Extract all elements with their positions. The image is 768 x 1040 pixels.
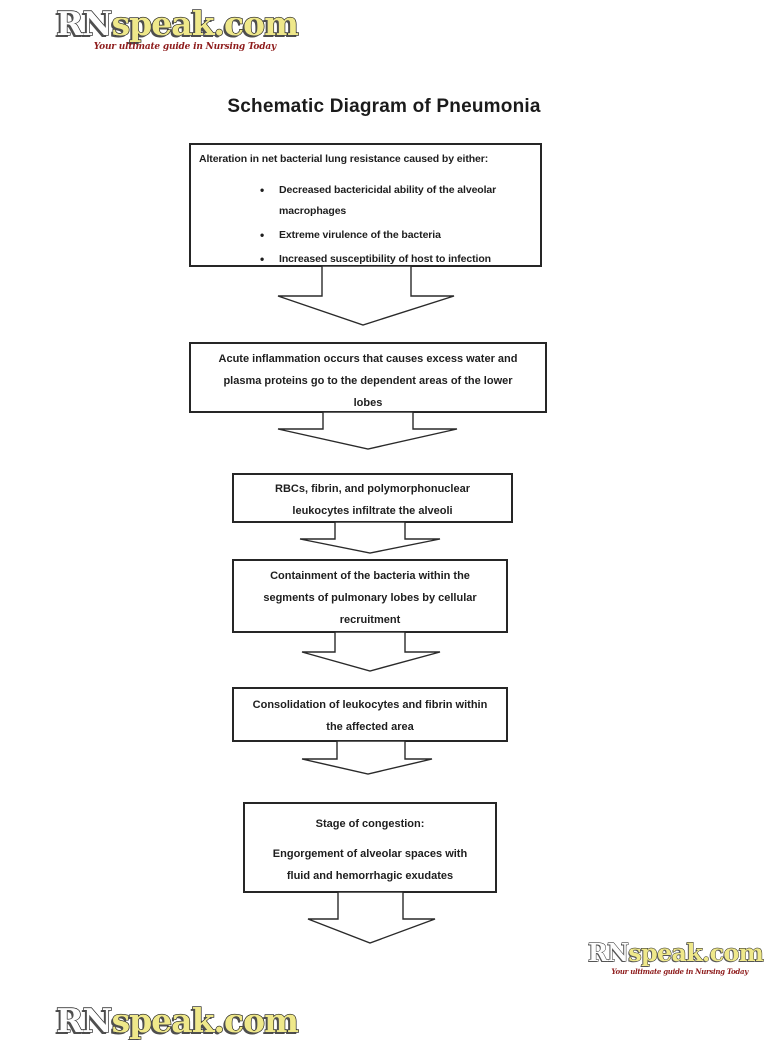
page-title: Schematic Diagram of Pneumonia [227,96,541,117]
box-line: plasma proteins go to the dependent area… [223,375,513,387]
box-line: lobes [353,397,383,409]
bullet-line: Increased susceptibility of host to infe… [279,253,491,265]
bullet-line: macrophages [279,205,347,217]
rnspeak-logo-wordmark: RNspeak.com [55,1003,299,1037]
logo-prefix: RN [588,938,630,967]
rnspeak-logo-wordmark: RNspeak.com [55,6,299,40]
logo-tagline: Your ultimate guide in Nursing Today [93,42,276,53]
flow-box-stage-of-congestion: Stage of congestion: Engorgement of alve… [243,802,497,893]
bullet-line: Decreased bactericidal ability of the al… [279,184,497,196]
box-heading: Alteration in net bacterial lung resista… [199,153,489,165]
flow-box-containment: Containment of the bacteria within the s… [232,559,508,633]
logo-prefix: RN [55,1001,113,1040]
box-line: segments of pulmonary lobes by cellular [263,592,477,604]
box-line: Acute inflammation occurs that causes ex… [218,353,518,365]
rnspeak-logo-bottom-right: RNspeak.com Your ultimate guide in Nursi… [588,940,765,976]
bullet-line: Extreme virulence of the bacteria [279,229,441,241]
box-line: RBCs, fibrin, and polymorphonuclear [275,483,470,495]
logo-suffix: speak.com [111,1001,300,1040]
box-heading: Stage of congestion: [315,818,425,830]
bullet-item: Extreme virulence of the bacteria [260,225,532,246]
rnspeak-logo-bottom-cut: RNspeak.com [55,1003,299,1037]
flow-box-rbc-infiltration: RBCs, fibrin, and polymorphonuclear leuk… [232,473,513,523]
box-line: Containment of the bacteria within the [270,570,470,582]
box-line: Consolidation of leukocytes and fibrin w… [252,699,488,711]
down-arrow-icon [299,521,441,554]
down-arrow-icon [277,411,458,450]
down-arrow-icon [277,265,455,326]
down-arrow-icon [301,740,433,775]
bullet-list: Decreased bactericidal ability of the al… [199,180,532,270]
bullet-item: Decreased bactericidal ability of the al… [260,180,532,222]
flow-box-acute-inflammation: Acute inflammation occurs that causes ex… [189,342,547,413]
flow-box-consolidation: Consolidation of leukocytes and fibrin w… [232,687,508,742]
box-line: leukocytes infiltrate the alveoli [292,505,453,517]
box-line: Engorgement of alveolar spaces with [272,848,468,860]
rnspeak-logo-top: RNspeak.com Your ultimate guide in Nursi… [55,6,299,53]
logo-suffix: speak.com [111,4,300,43]
logo-prefix: RN [55,4,113,43]
down-arrow-icon [307,891,436,944]
logo-tagline: Your ultimate guide in Nursing Today [611,966,748,976]
box-line: the affected area [326,721,414,733]
logo-suffix: speak.com [628,938,765,967]
down-arrow-icon [301,631,441,672]
box-line: recruitment [339,614,401,626]
bullet-item: Increased susceptibility of host to infe… [260,249,532,270]
flow-box-alteration: Alteration in net bacterial lung resista… [189,143,542,270]
box-line: fluid and hemorrhagic exudates [286,870,454,882]
rnspeak-logo-wordmark: RNspeak.com [588,940,765,965]
